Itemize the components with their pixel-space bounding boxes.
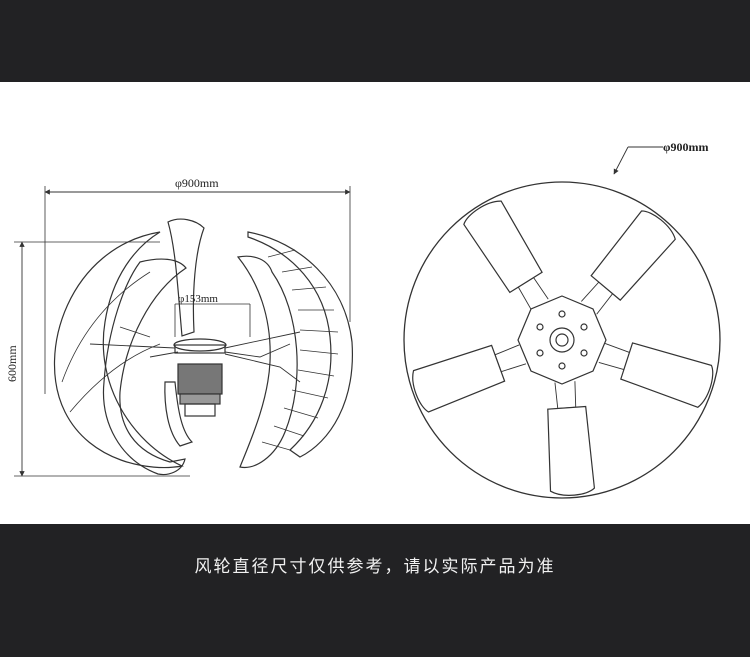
lower-blade-segment xyxy=(164,381,194,447)
side-view: φ900mm 600mm xyxy=(5,176,353,477)
back-blade-left xyxy=(53,231,184,469)
front-view: φ900mm xyxy=(403,140,721,499)
top-dark-band xyxy=(0,0,750,82)
drawing-panel: φ900mm 600mm xyxy=(0,82,750,524)
disclaimer-caption: 风轮直径尺寸仅供参考，请以实际产品为准 xyxy=(194,557,556,577)
height-dimension: 600mm xyxy=(5,241,190,477)
spokes xyxy=(89,326,301,383)
front-hub xyxy=(517,295,607,385)
hub-assembly: φ153mm xyxy=(173,293,251,417)
blades xyxy=(412,200,714,496)
width-dimension: φ900mm xyxy=(44,176,351,394)
front-blade-inner xyxy=(236,255,298,469)
rotor-circle xyxy=(403,181,721,499)
width-label: φ900mm xyxy=(175,176,219,190)
front-blade-outer xyxy=(247,231,353,458)
bottom-dark-band xyxy=(0,524,750,657)
middle-blade xyxy=(102,258,187,476)
diameter-label: φ900mm xyxy=(663,140,708,154)
blade-fins xyxy=(261,249,339,451)
hub-label: φ153mm xyxy=(178,293,218,305)
top-blade-segment xyxy=(167,218,205,337)
height-label: 600mm xyxy=(5,345,19,382)
diameter-callout: φ900mm xyxy=(613,140,708,175)
technical-drawing: φ900mm 600mm xyxy=(5,140,721,499)
